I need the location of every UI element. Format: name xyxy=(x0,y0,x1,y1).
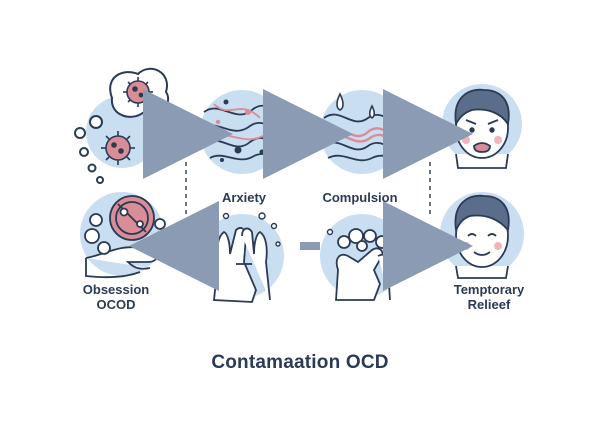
label-anxiety: Arxiety xyxy=(221,190,267,205)
label-relief-line2: Relieef xyxy=(467,297,511,312)
label-compulsion: Compulsion xyxy=(322,190,398,205)
circle-anxiety xyxy=(200,90,284,174)
germ-icon xyxy=(101,131,135,165)
dashed-connectors xyxy=(185,162,431,218)
label-obsession: Obsession OCOD xyxy=(66,282,166,312)
label-relief: Temptorary Relieef xyxy=(434,282,544,312)
flow-arrows xyxy=(129,89,473,291)
label-obsession-line2: OCOD xyxy=(96,297,136,312)
distressed-face-icon xyxy=(454,88,510,169)
label-relief-line1: Temptorary xyxy=(453,282,525,297)
diagram-title: Contamaation OCD xyxy=(211,352,389,373)
circle-compulsion-waves xyxy=(320,90,404,174)
label-obsession-line1: Obsession xyxy=(82,282,150,297)
soap-hands-icon xyxy=(335,228,391,301)
